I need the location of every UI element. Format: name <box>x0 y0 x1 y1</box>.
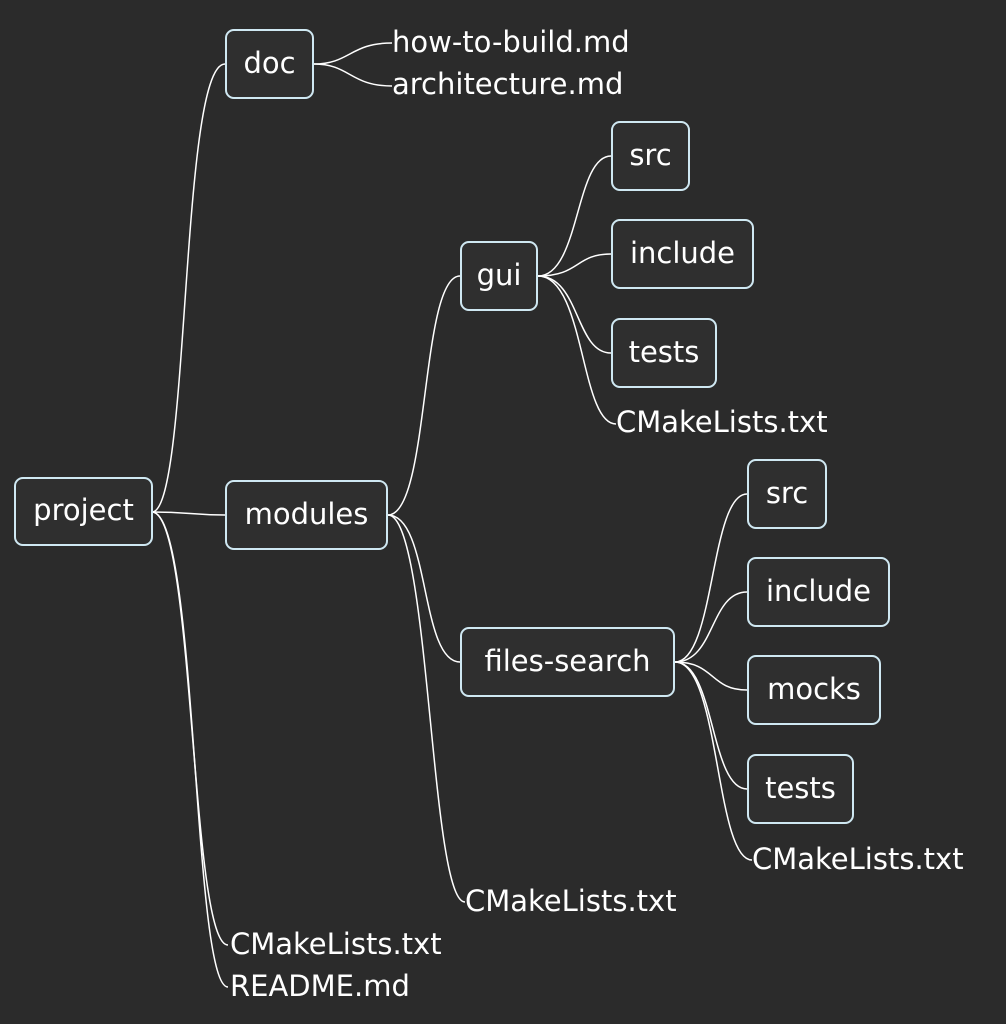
node-project: project <box>14 477 153 546</box>
edge-project-cmakelists <box>151 511 229 946</box>
node-files-search-tests: tests <box>747 754 854 824</box>
edge-gui-tests <box>537 275 612 354</box>
leaf-files-search-cmakelists: CMakeLists.txt <box>752 842 964 876</box>
edge-gui-include <box>537 253 612 277</box>
edge-files-search-include <box>674 591 748 663</box>
edge-files-search-cmakelists <box>674 661 753 861</box>
node-files-search-src: src <box>747 459 827 529</box>
edge-doc-architecture <box>313 63 393 87</box>
node-doc: doc <box>225 29 314 99</box>
edge-project-modules <box>151 511 226 516</box>
node-files-search-include: include <box>747 557 890 627</box>
node-modules: modules <box>225 480 388 550</box>
leaf-gui-cmakelists: CMakeLists.txt <box>616 405 828 439</box>
edge-gui-src <box>537 155 612 277</box>
node-gui: gui <box>460 241 538 311</box>
edge-doc-how-to-build <box>313 42 393 65</box>
node-files-search-mocks: mocks <box>747 655 881 725</box>
edge-gui-cmakelists <box>537 275 617 425</box>
edge-files-search-mocks <box>674 661 748 691</box>
edge-modules-cmakelists <box>387 514 466 903</box>
leaf-readme: README.md <box>230 969 410 1003</box>
leaf-how-to-build: how-to-build.md <box>392 25 630 59</box>
edge-project-readme <box>151 511 229 988</box>
edge-files-search-src <box>674 493 748 663</box>
edge-files-search-tests <box>674 661 748 790</box>
node-gui-src: src <box>611 121 690 191</box>
node-gui-include: include <box>611 219 754 289</box>
edge-project-doc <box>151 63 226 513</box>
leaf-architecture: architecture.md <box>392 67 624 101</box>
leaf-modules-cmakelists: CMakeLists.txt <box>465 884 677 918</box>
leaf-project-cmakelists: CMakeLists.txt <box>230 927 442 961</box>
node-files-search: files-search <box>460 627 675 697</box>
node-gui-tests: tests <box>611 318 717 388</box>
edge-modules-files-search <box>387 514 461 663</box>
edge-modules-gui <box>387 275 461 516</box>
